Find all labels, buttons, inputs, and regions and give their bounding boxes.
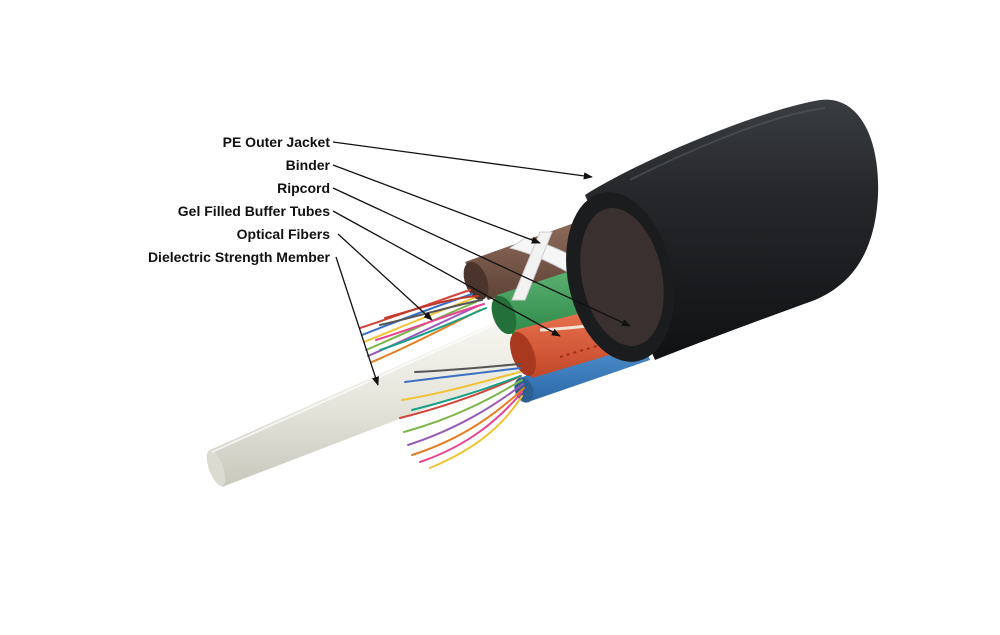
label-ripcord: Ripcord bbox=[277, 180, 330, 196]
label-dielectric-strength-member: Dielectric Strength Member bbox=[148, 249, 330, 265]
leader-strength-member bbox=[336, 257, 378, 385]
label-optical-fibers: Optical Fibers bbox=[237, 226, 330, 242]
leader-jacket bbox=[333, 142, 592, 177]
label-gel-filled-buffer-tubes: Gel Filled Buffer Tubes bbox=[178, 203, 330, 219]
label-pe-outer-jacket: PE Outer Jacket bbox=[223, 134, 330, 150]
label-binder: Binder bbox=[286, 157, 330, 173]
pe-outer-jacket bbox=[551, 100, 878, 372]
leader-binder bbox=[333, 165, 540, 243]
strength-member bbox=[203, 318, 522, 488]
